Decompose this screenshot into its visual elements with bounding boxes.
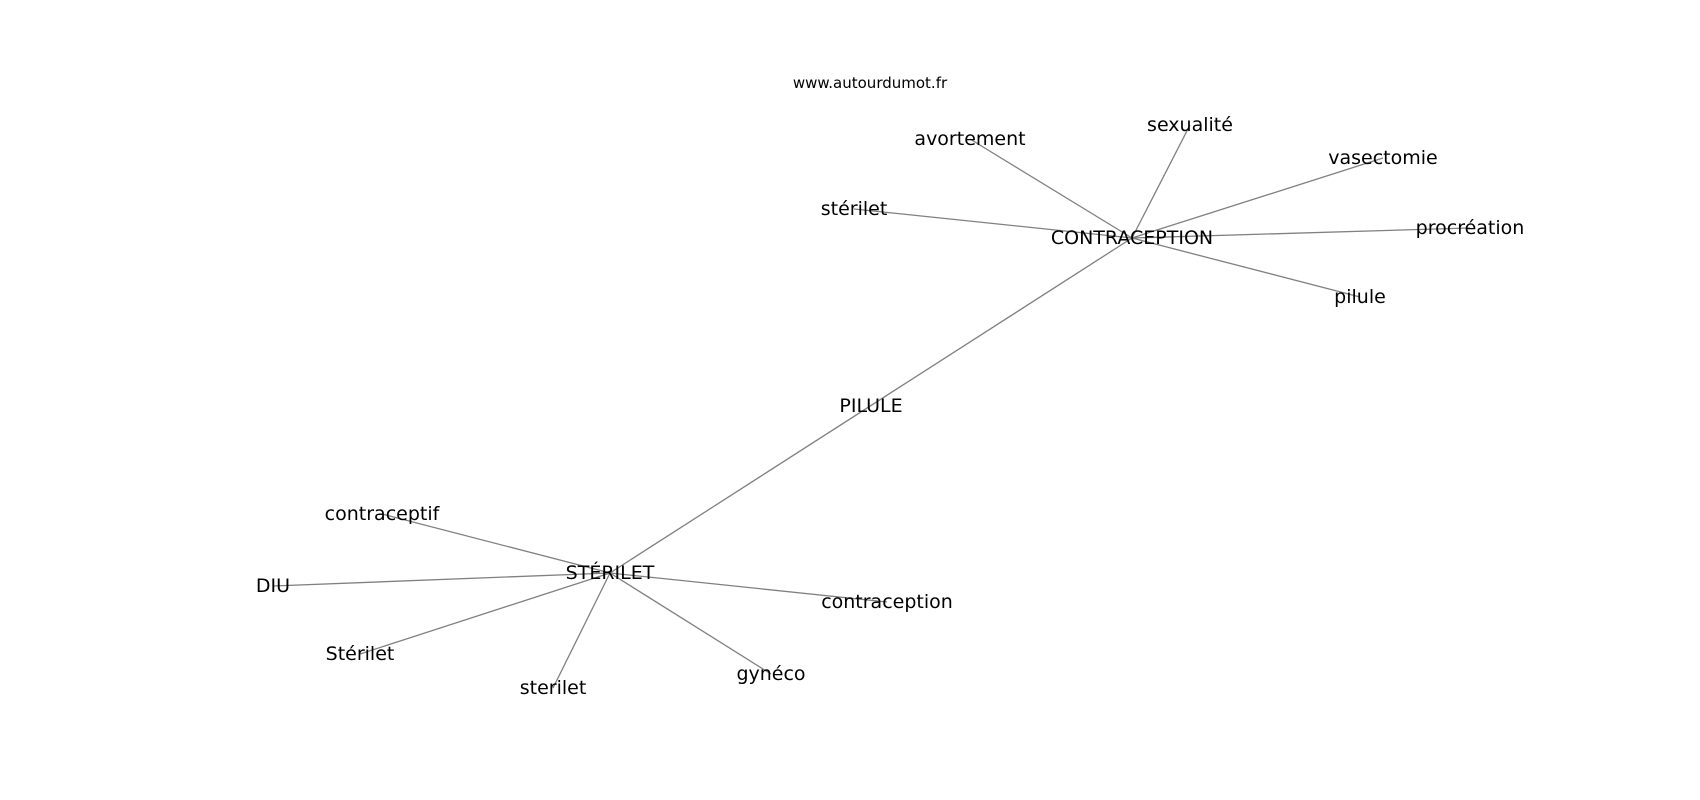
edge-contraception_c-sterilet_c xyxy=(609,237,1133,574)
edge-sterilet_c-sterilet_cap xyxy=(359,572,611,655)
edge-contraception_c-procreation xyxy=(1131,227,1471,239)
edge-contraception_c-pilule xyxy=(1131,237,1361,298)
node-diu: DIU xyxy=(256,575,290,597)
edge-sterilet_c-contraception xyxy=(609,572,888,603)
node-avortement: avortement xyxy=(914,128,1025,150)
node-vasectomie: vasectomie xyxy=(1328,147,1437,169)
edge-sterilet_c-gyneco xyxy=(609,572,772,675)
node-pilule: pilule xyxy=(1334,286,1386,308)
node-contraception: contraception xyxy=(821,591,953,613)
node-gyneco: gynéco xyxy=(736,663,805,685)
node-sterilet-l: stérilet xyxy=(821,198,888,220)
node-contraception-c: CONTRACEPTION xyxy=(1051,227,1213,249)
node-pilule-c: PILULE xyxy=(839,395,902,417)
node-sexualite: sexualité xyxy=(1147,114,1233,136)
node-contraceptif: contraceptif xyxy=(325,503,441,525)
node-sterilet-cap: Stérilet xyxy=(326,643,395,665)
edge-contraception_c-avortement xyxy=(969,138,1133,239)
edge-contraception_c-sterilet_l xyxy=(853,208,1133,239)
node-sterilet-plain: sterilet xyxy=(520,677,587,699)
source-url: www.autourdumot.fr xyxy=(793,74,948,92)
edge-contraception_c-vasectomie xyxy=(1131,157,1384,239)
edge-contraception_c-sexualite xyxy=(1131,124,1191,239)
edge-sterilet_c-diu xyxy=(272,572,611,587)
edge-sterilet_c-sterilet_plain xyxy=(552,572,611,689)
node-sterilet-c: STÉRILET xyxy=(566,561,655,584)
nodes-layer: PILULE CONTRACEPTION STÉRILET avortement sex… xyxy=(256,114,1524,699)
edge-sterilet_c-contraceptif xyxy=(381,513,611,574)
node-procreation: procréation xyxy=(1416,217,1525,239)
edges-layer xyxy=(272,124,1471,689)
